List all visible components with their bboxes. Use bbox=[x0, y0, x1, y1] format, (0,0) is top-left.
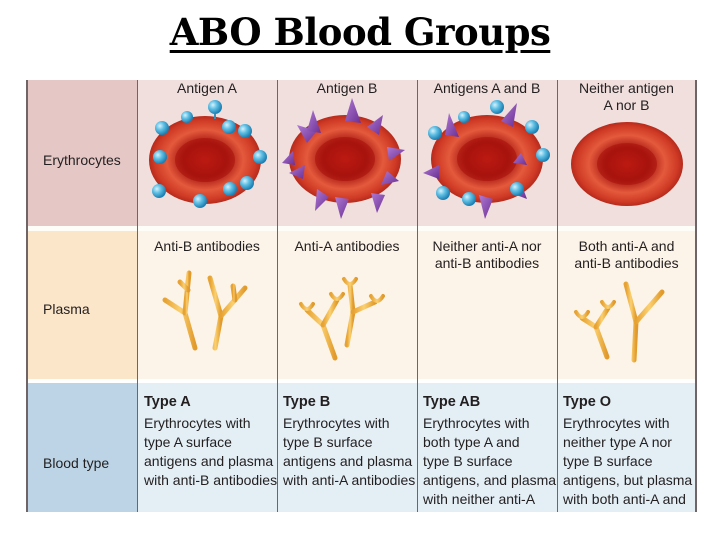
plasma-label-cell bbox=[27, 230, 137, 379]
column-divider bbox=[416, 80, 418, 512]
header-text: Antigens A and B bbox=[433, 80, 541, 96]
header-text: Antigen A bbox=[177, 80, 237, 96]
blood-type-b: Type B Erythrocytes with type B surface … bbox=[283, 393, 418, 490]
type-title: Type O bbox=[563, 394, 612, 410]
column-divider bbox=[26, 80, 28, 512]
row-divider bbox=[27, 226, 696, 231]
type-desc-line: Erythrocytes with bbox=[563, 415, 670, 431]
type-desc-line: antigens and plasma bbox=[144, 453, 274, 469]
anti-a-and-anti-b-antibody-icon bbox=[574, 279, 665, 363]
header-text: Anti-B antibodies bbox=[154, 238, 260, 254]
type-title: Type A bbox=[144, 394, 191, 410]
blood-type-ab: Type AB Erythrocytes with both type A an… bbox=[423, 393, 558, 509]
red-blood-cell-no-antigen-icon bbox=[571, 122, 683, 206]
header-text: Neither antigen bbox=[579, 80, 674, 96]
erythrocytes-label-cell bbox=[27, 80, 137, 226]
type-desc-line: antigens, and plasma bbox=[423, 472, 557, 488]
type-desc-line: type B surface bbox=[563, 453, 653, 469]
blood-type-label-cell bbox=[27, 383, 137, 512]
header-text-line2: anti-B antibodies bbox=[574, 255, 679, 271]
row-divider bbox=[27, 379, 696, 383]
row-label-blood-type: Blood type bbox=[43, 455, 110, 471]
type-desc-line: with anti-B antibodies bbox=[144, 472, 278, 488]
header-text: Antigen B bbox=[316, 80, 378, 96]
type-desc-line: Erythrocytes with bbox=[283, 415, 390, 431]
bottom-whitespace bbox=[0, 512, 720, 540]
blood-type-a: Type A Erythrocytes with type A surface … bbox=[144, 393, 279, 490]
row-label-plasma: Plasma bbox=[43, 301, 90, 317]
anti-b-antibody-icon bbox=[162, 270, 248, 351]
red-blood-cell-antigens-ab-icon bbox=[423, 100, 550, 219]
column-divider bbox=[695, 80, 697, 512]
header-text: Anti-A antibodies bbox=[294, 238, 400, 254]
header-text: Both anti-A and bbox=[578, 238, 675, 254]
type-desc-line: antigens, but plasma bbox=[563, 472, 693, 488]
header-text: Neither anti-A nor bbox=[432, 238, 542, 254]
column-divider bbox=[136, 80, 138, 512]
type-desc-line: type B surface bbox=[423, 453, 513, 469]
type-desc-line: with both anti-A and bbox=[563, 491, 686, 507]
type-desc-line: Erythrocytes with bbox=[144, 415, 251, 431]
red-blood-cell-antigen-b-icon bbox=[282, 98, 405, 219]
column-divider bbox=[556, 80, 558, 512]
type-desc-line: with anti-A antibodies bbox=[283, 472, 416, 488]
type-desc-line: type A surface bbox=[144, 434, 232, 450]
type-desc-line: Erythrocytes with bbox=[423, 415, 530, 431]
antigen-header-a: Antigen A bbox=[137, 80, 277, 97]
antibody-header-b: Anti-A antibodies bbox=[277, 238, 417, 255]
type-desc-line: type B surface bbox=[283, 434, 373, 450]
type-desc-line: with neither anti-A bbox=[423, 491, 536, 507]
type-desc-line: antigens and plasma bbox=[283, 453, 413, 469]
row-label-erythrocytes: Erythrocytes bbox=[43, 152, 121, 168]
antigen-header-b: Antigen B bbox=[277, 80, 417, 97]
type-title: Type B bbox=[283, 394, 331, 410]
antigen-header-ab: Antigens A and B bbox=[417, 80, 557, 97]
header-text-line2: A nor B bbox=[603, 97, 650, 113]
antibody-header-a: Anti-B antibodies bbox=[137, 238, 277, 255]
column-divider bbox=[276, 80, 278, 512]
type-title: Type AB bbox=[423, 394, 481, 410]
red-blood-cell-antigen-a-icon bbox=[149, 100, 267, 208]
blood-type-o: Type O Erythrocytes with neither type A … bbox=[563, 393, 698, 509]
title-text: ABO Blood Groups bbox=[169, 10, 551, 54]
type-desc-line: neither type A nor bbox=[563, 434, 672, 450]
type-desc-line: both type A and bbox=[423, 434, 520, 450]
page-title: ABO Blood Groups bbox=[0, 10, 720, 54]
anti-a-antibody-icon bbox=[299, 277, 385, 361]
header-text-line2: anti-B antibodies bbox=[434, 255, 540, 271]
